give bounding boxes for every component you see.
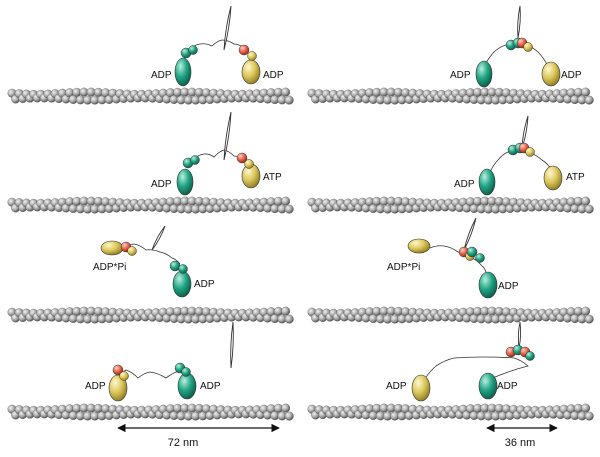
label-r2-b: ATP — [566, 172, 585, 183]
motor-head-1 — [478, 168, 496, 196]
myosin-molecule — [411, 321, 535, 402]
motor-head-2 — [241, 59, 261, 85]
motor-head-2 — [478, 271, 498, 299]
light-chain — [238, 44, 250, 56]
light-chain — [244, 159, 254, 169]
motor-head-2 — [478, 372, 498, 400]
actin-filament — [307, 403, 594, 421]
light-chain — [525, 147, 535, 157]
motor-head-1 — [176, 168, 194, 196]
label-r1-a: ADP — [450, 70, 471, 81]
scale-bar-left: 72 nm — [117, 423, 280, 449]
label-r2-a: ADP — [454, 179, 475, 190]
light-chain — [127, 246, 137, 256]
right-panel-labels: ADP ADP ADP ATP ADP*Pi ADP ADP ADP — [386, 70, 585, 392]
motor-head-1 — [174, 57, 192, 87]
lever-arm — [521, 115, 529, 149]
motor-head-1 — [411, 374, 431, 402]
label-l3-b: ADP — [194, 279, 215, 290]
light-chain — [190, 155, 200, 165]
actin-filament — [7, 87, 294, 105]
myosin-molecule — [100, 225, 192, 298]
label-l1-a: ADP — [151, 70, 172, 81]
label-r4-a: ADP — [386, 381, 407, 392]
motor-head-2 — [177, 372, 197, 400]
actin-filaments — [7, 87, 594, 421]
label-l4-b: ADP — [200, 381, 221, 392]
myosin-molecule — [407, 217, 498, 299]
light-chain — [188, 45, 198, 55]
coiled-coil-neck — [119, 243, 181, 265]
light-chain — [119, 371, 129, 381]
actin-filament — [307, 87, 594, 105]
scale-bar-right: 36 nm — [486, 423, 558, 449]
label-r1-b: ADP — [561, 70, 582, 81]
actin-filament — [307, 306, 594, 324]
myosin-molecule — [475, 5, 561, 88]
label-l2-a: ADP — [151, 179, 172, 190]
myosin-molecule — [108, 321, 234, 402]
myosin-molecule — [478, 115, 563, 196]
actin-filament — [307, 196, 594, 214]
motor-head-2 — [543, 165, 563, 191]
myosin-molecules — [100, 5, 563, 402]
coiled-coil-neck — [191, 149, 245, 161]
myosin-molecule — [174, 5, 261, 87]
label-l3-a: ADP*Pi — [93, 262, 126, 273]
label-r3-b: ADP — [498, 281, 519, 292]
motor-head-1 — [407, 238, 431, 254]
coiled-coil-neck — [118, 369, 183, 379]
label-l4-a: ADP — [85, 381, 106, 392]
lever-arm — [230, 321, 234, 369]
label-r3-a: ADP*Pi — [387, 262, 420, 273]
lever-arm — [463, 217, 477, 251]
myosin-molecule — [176, 111, 261, 196]
lever-arm — [151, 225, 166, 251]
light-chain — [475, 253, 485, 263]
lever-arm — [223, 111, 232, 161]
left-panel-labels: ADP ADP ADP ATP ADP*Pi ADP ADP ADP — [85, 70, 284, 392]
scale-label-left: 72 nm — [168, 437, 199, 449]
light-chain — [466, 246, 478, 258]
light-chain — [112, 364, 124, 376]
coiled-coil-neck — [489, 150, 553, 173]
lever-arm — [517, 5, 521, 39]
light-chain — [247, 51, 257, 61]
label-r4-b: ADP — [497, 381, 518, 392]
coiled-coil-neck — [423, 356, 529, 381]
motor-head-1 — [475, 60, 493, 88]
lever-arm — [223, 5, 232, 51]
actin-filament — [7, 403, 294, 421]
label-l2-b: ATP — [263, 172, 282, 183]
motor-head-2 — [172, 270, 192, 298]
motor-head-2 — [541, 61, 561, 87]
scale-label-right: 36 nm — [505, 437, 536, 449]
light-chain — [181, 367, 191, 377]
light-chain — [523, 42, 533, 52]
motor-head-1 — [100, 240, 124, 256]
label-l1-b: ADP — [263, 70, 284, 81]
actin-filament — [7, 196, 294, 214]
light-chain — [236, 152, 248, 164]
lever-arm — [517, 321, 522, 349]
actin-filament — [7, 306, 294, 324]
light-chain — [525, 351, 535, 361]
light-chain — [178, 264, 188, 274]
coiled-coil-neck — [187, 39, 245, 51]
